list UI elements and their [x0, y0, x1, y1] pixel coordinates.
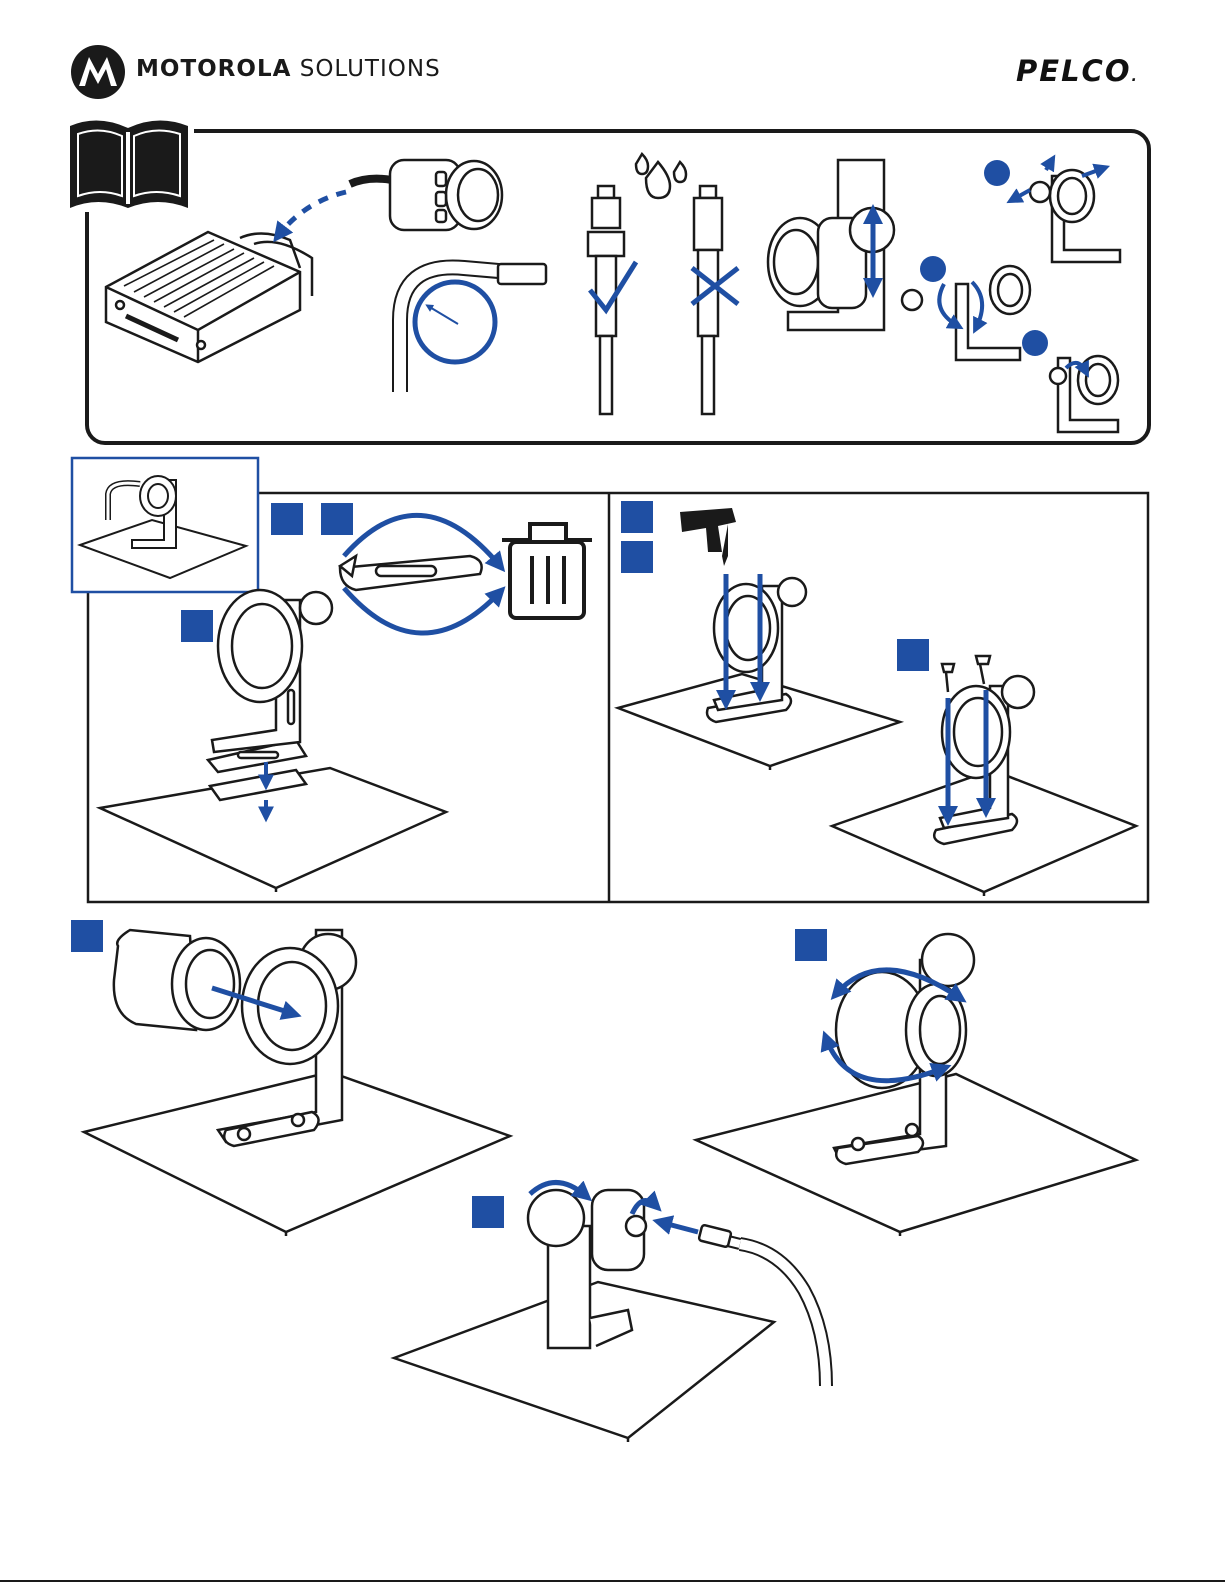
step-marker-d [621, 501, 653, 533]
bnc-connector-ok [588, 186, 624, 414]
step-marker-h [795, 929, 827, 961]
step-marker-g [71, 920, 103, 952]
inset-overview [72, 458, 258, 592]
step-marker-e [621, 541, 653, 573]
step-marker-c [181, 610, 213, 642]
cable-connect-step [394, 1190, 774, 1442]
step-marker-i [472, 1196, 504, 1228]
footer-rule [0, 1580, 1225, 1582]
water-drops-icon [636, 154, 686, 198]
camera-insert-step [84, 930, 510, 1236]
trash-can-icon [502, 524, 592, 618]
camera-rotate-step [696, 934, 1136, 1236]
shim-plate [340, 556, 482, 590]
sub-step-marker-3 [1022, 330, 1048, 356]
camera-unit-sketch [350, 160, 502, 230]
open-book-icon [66, 112, 194, 212]
encoder-device [106, 232, 312, 362]
bracket-on-plate-left [100, 590, 446, 892]
step-marker-a [271, 503, 303, 535]
step-marker-b [321, 503, 353, 535]
cable-bend-radius [400, 264, 546, 392]
sub-step-marker-1 [984, 160, 1010, 186]
bracket-disassembly [902, 170, 1120, 432]
sub-step-marker-2 [920, 256, 946, 282]
step-marker-f [897, 639, 929, 671]
power-drill-icon [680, 508, 736, 566]
